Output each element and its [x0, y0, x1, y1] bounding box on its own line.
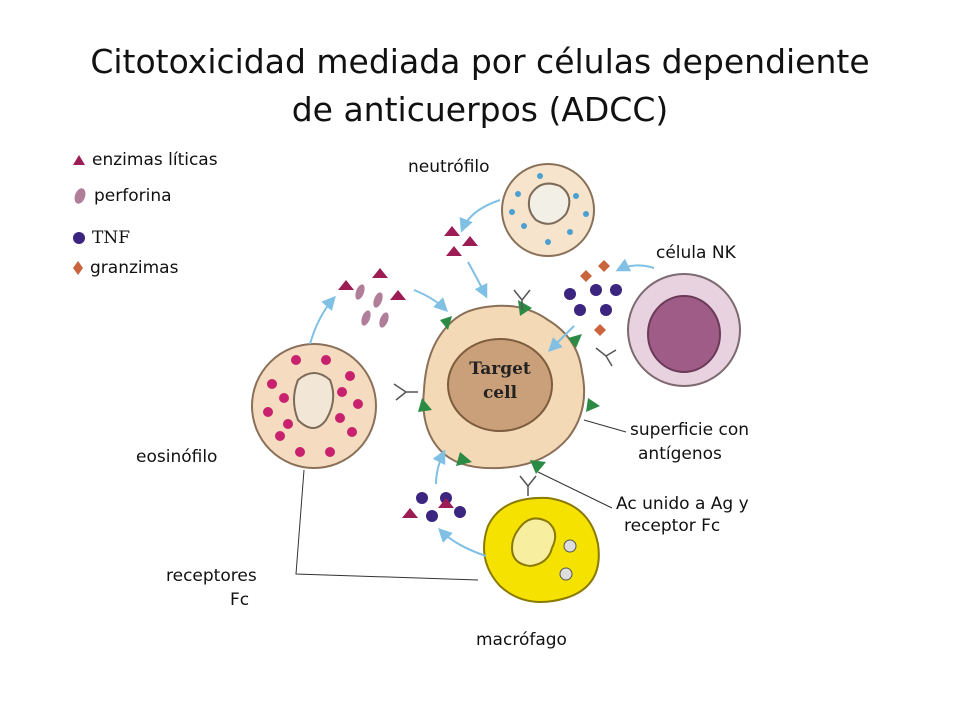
diamond-icon: [73, 261, 83, 275]
legend-label: granzimas: [90, 258, 179, 278]
circle-icon: [73, 232, 85, 244]
antigen-icon: [456, 452, 472, 466]
perforin-icon: [74, 188, 86, 204]
molecules-eosinophil-cluster: [338, 268, 406, 328]
antibody-label-1: Ac unido a Ag y: [616, 494, 749, 514]
target-cell: Target cell: [418, 300, 600, 474]
title-line-2: de anticuerpos (ADCC): [291, 90, 669, 129]
legend-item-perforin: perforina: [72, 186, 172, 206]
arrows: [309, 199, 655, 557]
antibody-label-2: receptor Fc: [624, 516, 721, 536]
antigen-icon: [586, 398, 600, 412]
legend-label: perforina: [94, 186, 172, 206]
antigen-icon: [440, 316, 452, 330]
legend-item-granzymes: granzimas: [72, 258, 178, 278]
neutrophil-label: neutrófilo: [408, 157, 490, 177]
fc-receptors-label-2: Fc: [230, 590, 250, 610]
legend-item-lytic-enzymes: enzimas líticas: [72, 150, 218, 170]
target-label-1: Target: [469, 359, 531, 379]
legend-label: TNF: [92, 228, 131, 248]
macrophage-label: macrófago: [476, 630, 567, 650]
target-nucleus: [447, 338, 553, 432]
antigen-icon: [568, 334, 582, 348]
nk-cell-label: célula NK: [656, 243, 737, 263]
molecules-macrophage-cluster: [402, 492, 466, 522]
legend-item-tnf: TNF: [72, 228, 130, 248]
leader-lines: [295, 419, 627, 581]
fc-receptors-label-1: receptores: [166, 566, 257, 586]
antigen-surface-label-2: antígenos: [638, 444, 722, 464]
molecules-nk-cluster: [564, 260, 622, 336]
eosinophil-cell: [251, 343, 377, 469]
eosinophil-label: eosinófilo: [136, 447, 217, 467]
triangle-icon: [73, 155, 85, 165]
antigen-icon: [530, 460, 546, 474]
legend-label: enzimas líticas: [92, 150, 218, 170]
title-line-1: Citotoxicidad mediada por células depend…: [90, 42, 870, 81]
molecules-neutrophil-cluster: [444, 226, 478, 256]
antibodies: [393, 289, 617, 496]
neutrophil-cell: [501, 163, 595, 257]
antigen-icon: [418, 398, 432, 412]
nk-cell: [627, 273, 741, 387]
macrophage-cell: [483, 496, 600, 603]
target-label-2: cell: [483, 383, 518, 403]
antigen-surface-label-1: superficie con: [630, 420, 750, 440]
